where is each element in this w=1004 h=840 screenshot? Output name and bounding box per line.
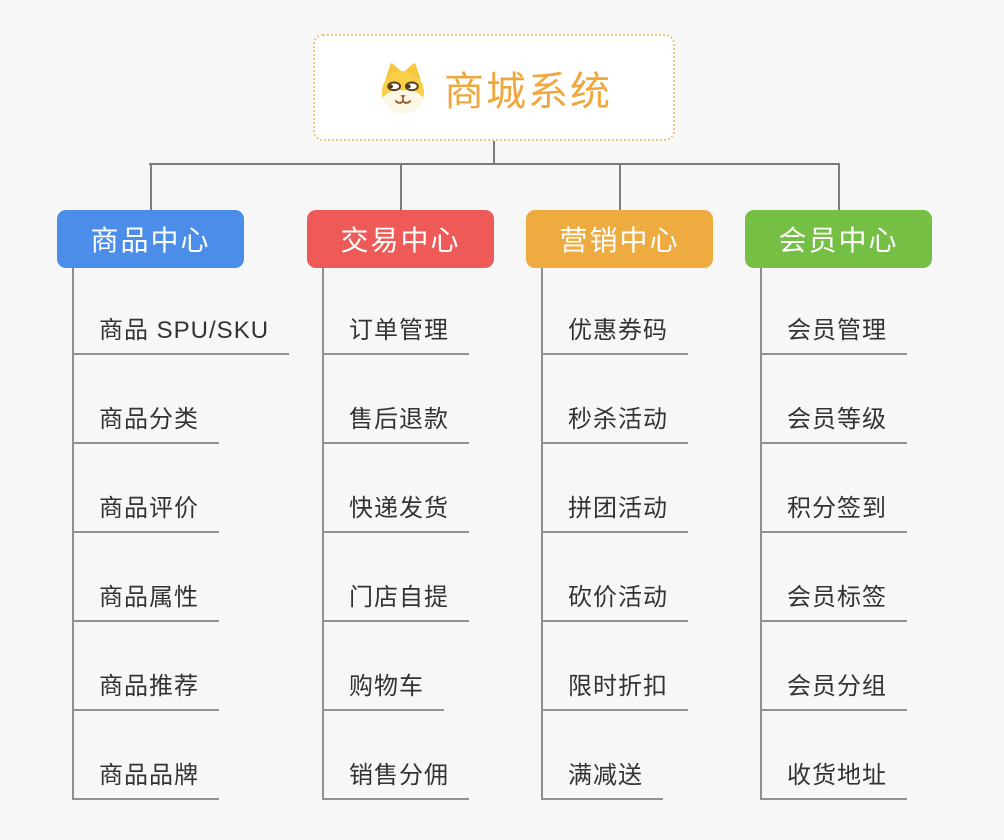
leaf-node[interactable]: 积分签到 bbox=[760, 495, 907, 533]
branch-node-1[interactable]: 商品中心 bbox=[57, 210, 244, 268]
leaf-node[interactable]: 秒杀活动 bbox=[541, 406, 688, 444]
branch-connector-horizontal bbox=[149, 163, 839, 165]
leaf-node[interactable]: 限时折扣 bbox=[541, 673, 688, 711]
leaf-node[interactable]: 订单管理 bbox=[322, 317, 469, 355]
branch-label: 交易中心 bbox=[340, 225, 461, 256]
branch-trunk-line bbox=[322, 268, 324, 800]
leaf-node[interactable]: 商品推荐 bbox=[72, 673, 219, 711]
leaf-node[interactable]: 商品属性 bbox=[72, 584, 219, 622]
leaf-node[interactable]: 商品 SPU/SKU bbox=[72, 317, 290, 355]
leaf-node[interactable]: 会员等级 bbox=[760, 406, 907, 444]
leaf-node[interactable]: 会员管理 bbox=[760, 317, 907, 355]
leaf-node[interactable]: 商品评价 bbox=[72, 495, 219, 533]
branch-node-3[interactable]: 营销中心 bbox=[526, 210, 713, 268]
leaf-node[interactable]: 会员标签 bbox=[760, 584, 907, 622]
root-node[interactable]: 商城系统 bbox=[313, 34, 675, 141]
leaf-node[interactable]: 门店自提 bbox=[322, 584, 469, 622]
branch-label: 会员中心 bbox=[778, 225, 899, 256]
branch-drop-line bbox=[150, 163, 152, 210]
dog-face-icon bbox=[381, 62, 425, 113]
root-title: 商城系统 bbox=[444, 69, 612, 114]
branch-drop-line bbox=[838, 163, 840, 210]
branch-label: 商品中心 bbox=[90, 225, 211, 256]
branch-node-4[interactable]: 会员中心 bbox=[745, 210, 932, 268]
branch-label: 营销中心 bbox=[559, 225, 680, 256]
root-connector-vertical bbox=[493, 141, 495, 164]
branch-trunk-line bbox=[760, 268, 762, 800]
leaf-node[interactable]: 购物车 bbox=[322, 673, 444, 711]
leaf-node[interactable]: 砍价活动 bbox=[541, 584, 688, 622]
leaf-node[interactable]: 会员分组 bbox=[760, 673, 907, 711]
leaf-node[interactable]: 商品分类 bbox=[72, 406, 219, 444]
branch-trunk-line bbox=[541, 268, 543, 800]
leaf-node[interactable]: 优惠券码 bbox=[541, 317, 688, 355]
leaf-node[interactable]: 售后退款 bbox=[322, 406, 469, 444]
branch-node-2[interactable]: 交易中心 bbox=[307, 210, 494, 268]
leaf-node[interactable]: 销售分佣 bbox=[322, 762, 469, 800]
leaf-node[interactable]: 收货地址 bbox=[760, 762, 907, 800]
leaf-node[interactable]: 商品品牌 bbox=[72, 762, 219, 800]
branch-trunk-line bbox=[72, 268, 74, 800]
leaf-node[interactable]: 拼团活动 bbox=[541, 495, 688, 533]
branch-drop-line bbox=[400, 163, 402, 210]
branch-drop-line bbox=[619, 163, 621, 210]
leaf-node[interactable]: 快递发货 bbox=[322, 495, 469, 533]
leaf-node[interactable]: 满减送 bbox=[541, 762, 663, 800]
